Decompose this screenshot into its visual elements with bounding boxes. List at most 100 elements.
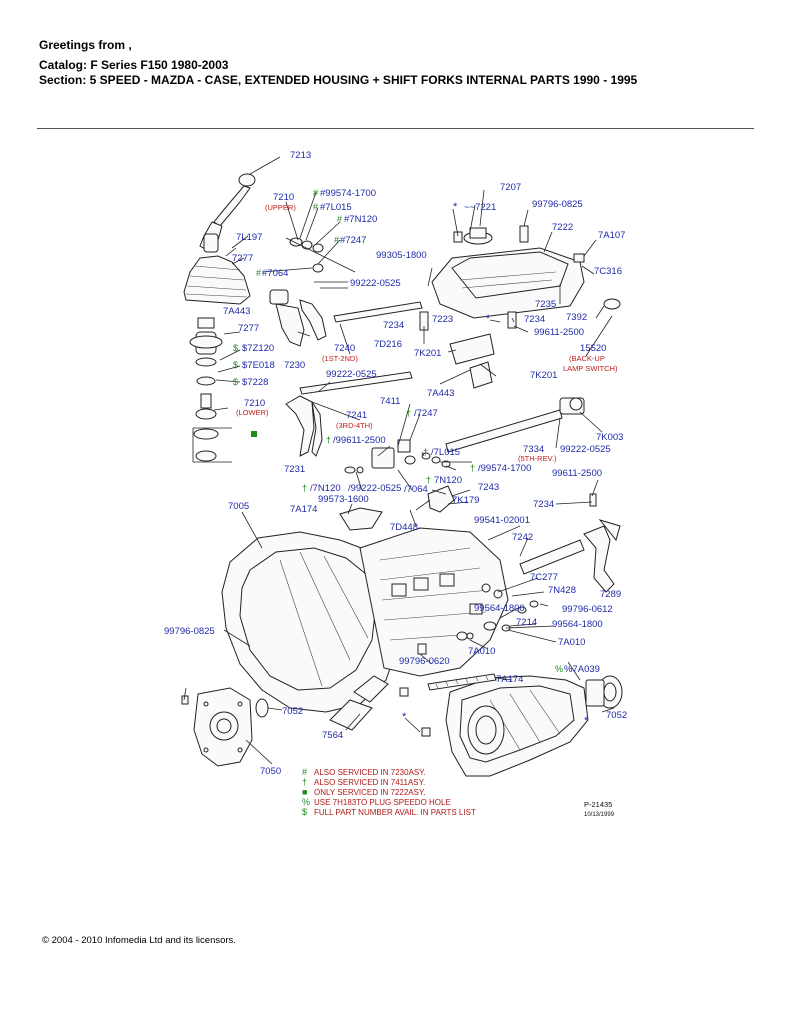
label-7064-b: /7064 [404,484,428,495]
label-7242: 7242 [512,532,533,543]
label-7289: 7289 [600,589,621,600]
label-7247-b: /7247 [414,408,438,419]
label-99611-2500-a: 99611-2500 [534,327,584,338]
label-7052-b: 7052 [282,706,303,717]
label-7D216: 7D216 [374,339,402,350]
label-7A039: %7A039 [564,664,600,675]
label-7234-b: 7234 [524,314,545,325]
label-7334: 7334 [523,444,544,455]
svg-text:†: † [470,463,475,473]
label-99611-2500-c: 99611-2500 [552,468,602,479]
note-7210-upper: (UPPER) [265,203,296,212]
label-7N120-a: #7N120 [344,214,377,225]
svg-text:†: † [406,408,411,418]
label-7L197: 7L197 [236,232,262,243]
label-7564: 7564 [322,730,343,741]
label-99564-1800-b: 99564-1800 [552,619,603,630]
note-15520-2: LAMP SWITCH) [563,364,618,373]
label-7A107: 7A107 [598,230,625,241]
legend-symbol-4: % [302,797,310,807]
label-7A010-b: 7A010 [468,646,495,657]
svg-text:#: # [313,188,318,198]
catalog-title: Catalog: F Series F150 1980-2003 [39,58,229,72]
label-99564-1800-a: 99564-1800 [474,603,525,614]
label-7K201-b: 7K201 [530,370,557,381]
label-7N428: 7N428 [548,585,576,596]
label-99796-0825-a: 99796-0825 [532,199,583,210]
svg-text:*: * [486,313,491,325]
label-7231: 7231 [284,464,305,475]
svg-text:#: # [313,202,318,212]
label-7E018: $7E018 [242,360,275,371]
diagram-artwork [181,156,623,777]
label-7223: 7223 [432,314,453,325]
label-7C277: 7C277 [530,572,558,583]
label-7235: 7235 [535,299,556,310]
label-15520: 15520 [580,343,606,354]
label-7241: 7241 [346,410,367,421]
svg-text:#: # [334,235,339,245]
label-7392: 7392 [566,312,587,323]
legend-symbol-2: † [302,777,307,787]
label-7228: $7228 [242,377,268,388]
label-99222-0525-b: 99222-0525 [326,369,377,380]
drawing-id: P-21435 [584,800,612,809]
note-7240: (1ST-2ND) [322,354,358,363]
label-99222-0525-a: 99222-0525 [350,278,401,289]
label-7Z120: $7Z120 [242,343,274,354]
label-99574-1700: #99574-1700 [320,188,376,199]
label-7K003: 7K003 [596,432,623,443]
label-7005: 7005 [228,501,249,512]
label-7210-lower: 7210 [244,398,265,409]
label-7240: 7240 [334,343,355,354]
label-7207: 7207 [500,182,521,193]
label-7D448: 7D448 [390,522,418,533]
label-7277-b: 7277 [238,323,259,334]
legend-item-2: ALSO SERVICED IN 7411ASY. [314,778,425,787]
svg-text:#: # [337,214,342,224]
copyright-footer: © 2004 - 2010 Infomedia Ltd and its lice… [42,935,236,946]
label-99796-0825-b: 99796-0825 [164,626,215,637]
label-7222: 7222 [552,222,573,233]
label-7230: 7230 [284,360,305,371]
label-7277-a: 7277 [232,253,253,264]
svg-text:†: † [423,447,428,457]
greeting-text: Greetings from , [39,38,132,52]
label-7243: 7243 [478,482,499,493]
label-99611-2500-b: /99611-2500 [333,435,386,446]
legend-symbol-1: # [302,767,307,777]
note-7334: (5TH-REV.) [518,454,557,463]
part-labels: 7213 7210 (UPPER) #99574-1700 #7L015 #7N… [164,150,627,777]
svg-text:#: # [256,268,261,278]
label-7247-a: #7247 [340,235,366,246]
header-divider [37,128,754,129]
section-title: Section: 5 SPEED - MAZDA - CASE, EXTENDE… [39,73,638,87]
label-7411: 7411 [380,396,400,407]
label-7A174-b: 7A174 [496,674,523,685]
legend-item-5: FULL PART NUMBER AVAIL. IN PARTS LIST [314,808,476,817]
legend: # ALSO SERVICED IN 7230ASY. † ALSO SERVI… [302,767,476,817]
label-7N120-b: /7N120 [310,483,341,494]
legend-item-3: ONLY SERVICED IN 7222ASY. [314,788,425,797]
label-7064-a: #7064 [262,268,288,279]
legend-item-1: ALSO SERVICED IN 7230ASY. [314,768,426,777]
svg-text:†: † [326,435,331,445]
svg-text:*: * [584,715,589,727]
svg-text:%: % [555,664,563,674]
label-7K179: 7K179 [452,495,479,506]
label-7234-c: 7234 [533,499,554,510]
label-7L015-b: /7L015 [431,447,460,458]
label-7C316: 7C316 [594,266,622,277]
label-7050: 7050 [260,766,281,777]
label-99796-0620: 99796-0620 [399,656,450,667]
label-7214: 7214 [516,617,537,628]
label-7221: ~~7221 [464,202,496,213]
label-99222-0525-d: /99222-0525 [348,483,401,494]
label-7213: 7213 [290,150,311,161]
svg-text:$: $ [233,360,238,370]
label-7210-upper: 7210 [273,192,294,203]
svg-text:†: † [426,475,431,485]
label-99541-02001: 99541-02001 [474,515,530,526]
label-7A174-a: 7A174 [290,504,317,515]
